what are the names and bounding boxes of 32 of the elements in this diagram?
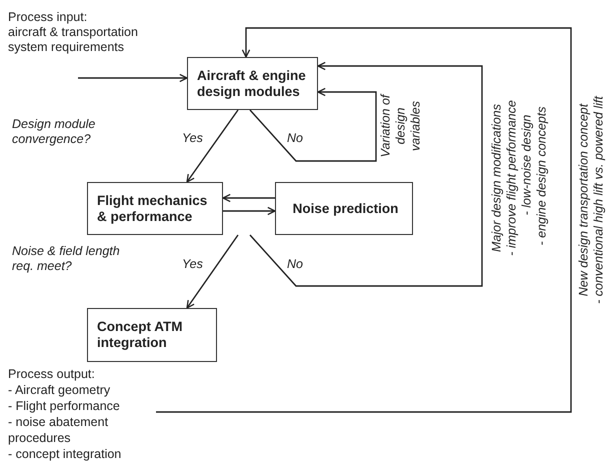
output-text: - Flight performance: [8, 398, 121, 414]
box-title: Concept ATM integration: [97, 319, 184, 351]
process-box: [87, 182, 223, 235]
note-text: Noise & field length req. meet?: [12, 244, 121, 274]
arrow: [223, 206, 276, 216]
box-title: Flight mechanics & performance: [97, 192, 208, 224]
box-title: Noise prediction: [292, 200, 400, 216]
process-box: [187, 57, 318, 110]
arrow: [186, 110, 239, 183]
arrow: [249, 88, 377, 162]
vertical-note: - conventional high lift vs. powered lift: [592, 96, 606, 304]
box-title: Aircraft & engine design modules: [197, 68, 307, 100]
arrow: [249, 62, 483, 287]
vertical-note: - engine design concepts: [534, 106, 550, 246]
note-text: aircraft & transportation system requirements: [8, 25, 139, 55]
vertical-note: - low-noise design: [520, 114, 534, 216]
vertical-note: Variation of design variables: [378, 92, 424, 160]
note-text: Process input:: [8, 10, 88, 25]
note-text: Design module convergence?: [12, 117, 96, 147]
output-text: - Aircraft geometry: [8, 382, 112, 398]
output-text: Process output:: [8, 366, 96, 382]
arrow: [78, 74, 188, 82]
process-box: [275, 182, 413, 235]
arrow: [186, 234, 239, 309]
process-box: [87, 308, 217, 362]
vertical-note: - improve flight performance: [504, 100, 520, 256]
vertical-note: Major design modifications: [490, 104, 504, 252]
arrow: [222, 194, 275, 202]
output-text: - concept integration: [8, 446, 122, 462]
arrow: [156, 27, 572, 413]
output-text: - noise abatement procedures: [8, 414, 110, 446]
vertical-note: New design transportation concept: [576, 104, 592, 296]
